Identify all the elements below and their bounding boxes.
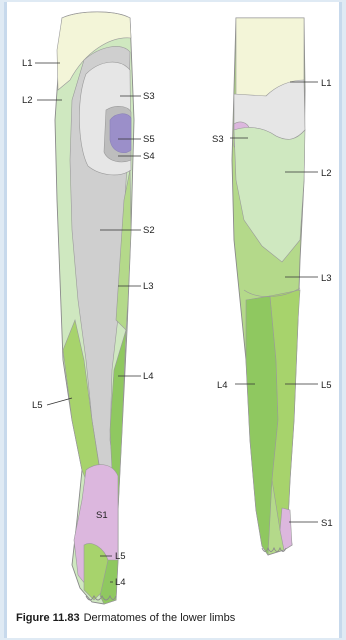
right-leg: [232, 18, 305, 555]
left-leg: [55, 12, 134, 604]
left-label-s3: S3: [143, 91, 155, 102]
right-label-l4: L4: [217, 380, 228, 391]
right-label-l5: L5: [321, 380, 332, 391]
left-label-l2: L2: [22, 95, 33, 106]
caption-text: Dermatomes of the lower limbs: [84, 612, 236, 624]
right-label-l2: L2: [321, 168, 332, 179]
caption-number: Figure 11.83: [16, 612, 80, 624]
left-label-s2: S2: [143, 225, 155, 236]
right-label-s1: S1: [321, 518, 333, 529]
right-label-s3: S3: [212, 134, 224, 145]
left-label-l3: L3: [143, 281, 154, 292]
right-label-l3: L3: [321, 273, 332, 284]
left-region-s5: [110, 114, 131, 153]
left-label-l5: L5: [32, 400, 43, 411]
right-label-l1: L1: [321, 78, 332, 89]
left-label-l4: L4: [143, 371, 154, 382]
left-label-l1: L1: [22, 58, 33, 69]
left-label-s1: S1: [96, 510, 108, 521]
left-label-l4-foot: L4: [115, 577, 126, 588]
left-label-s4: S4: [143, 151, 155, 162]
figure-caption: Figure 11.83 Dermatomes of the lower limb…: [16, 612, 336, 624]
left-label-l5-foot: L5: [115, 551, 126, 562]
left-label-s5: S5: [143, 134, 155, 145]
